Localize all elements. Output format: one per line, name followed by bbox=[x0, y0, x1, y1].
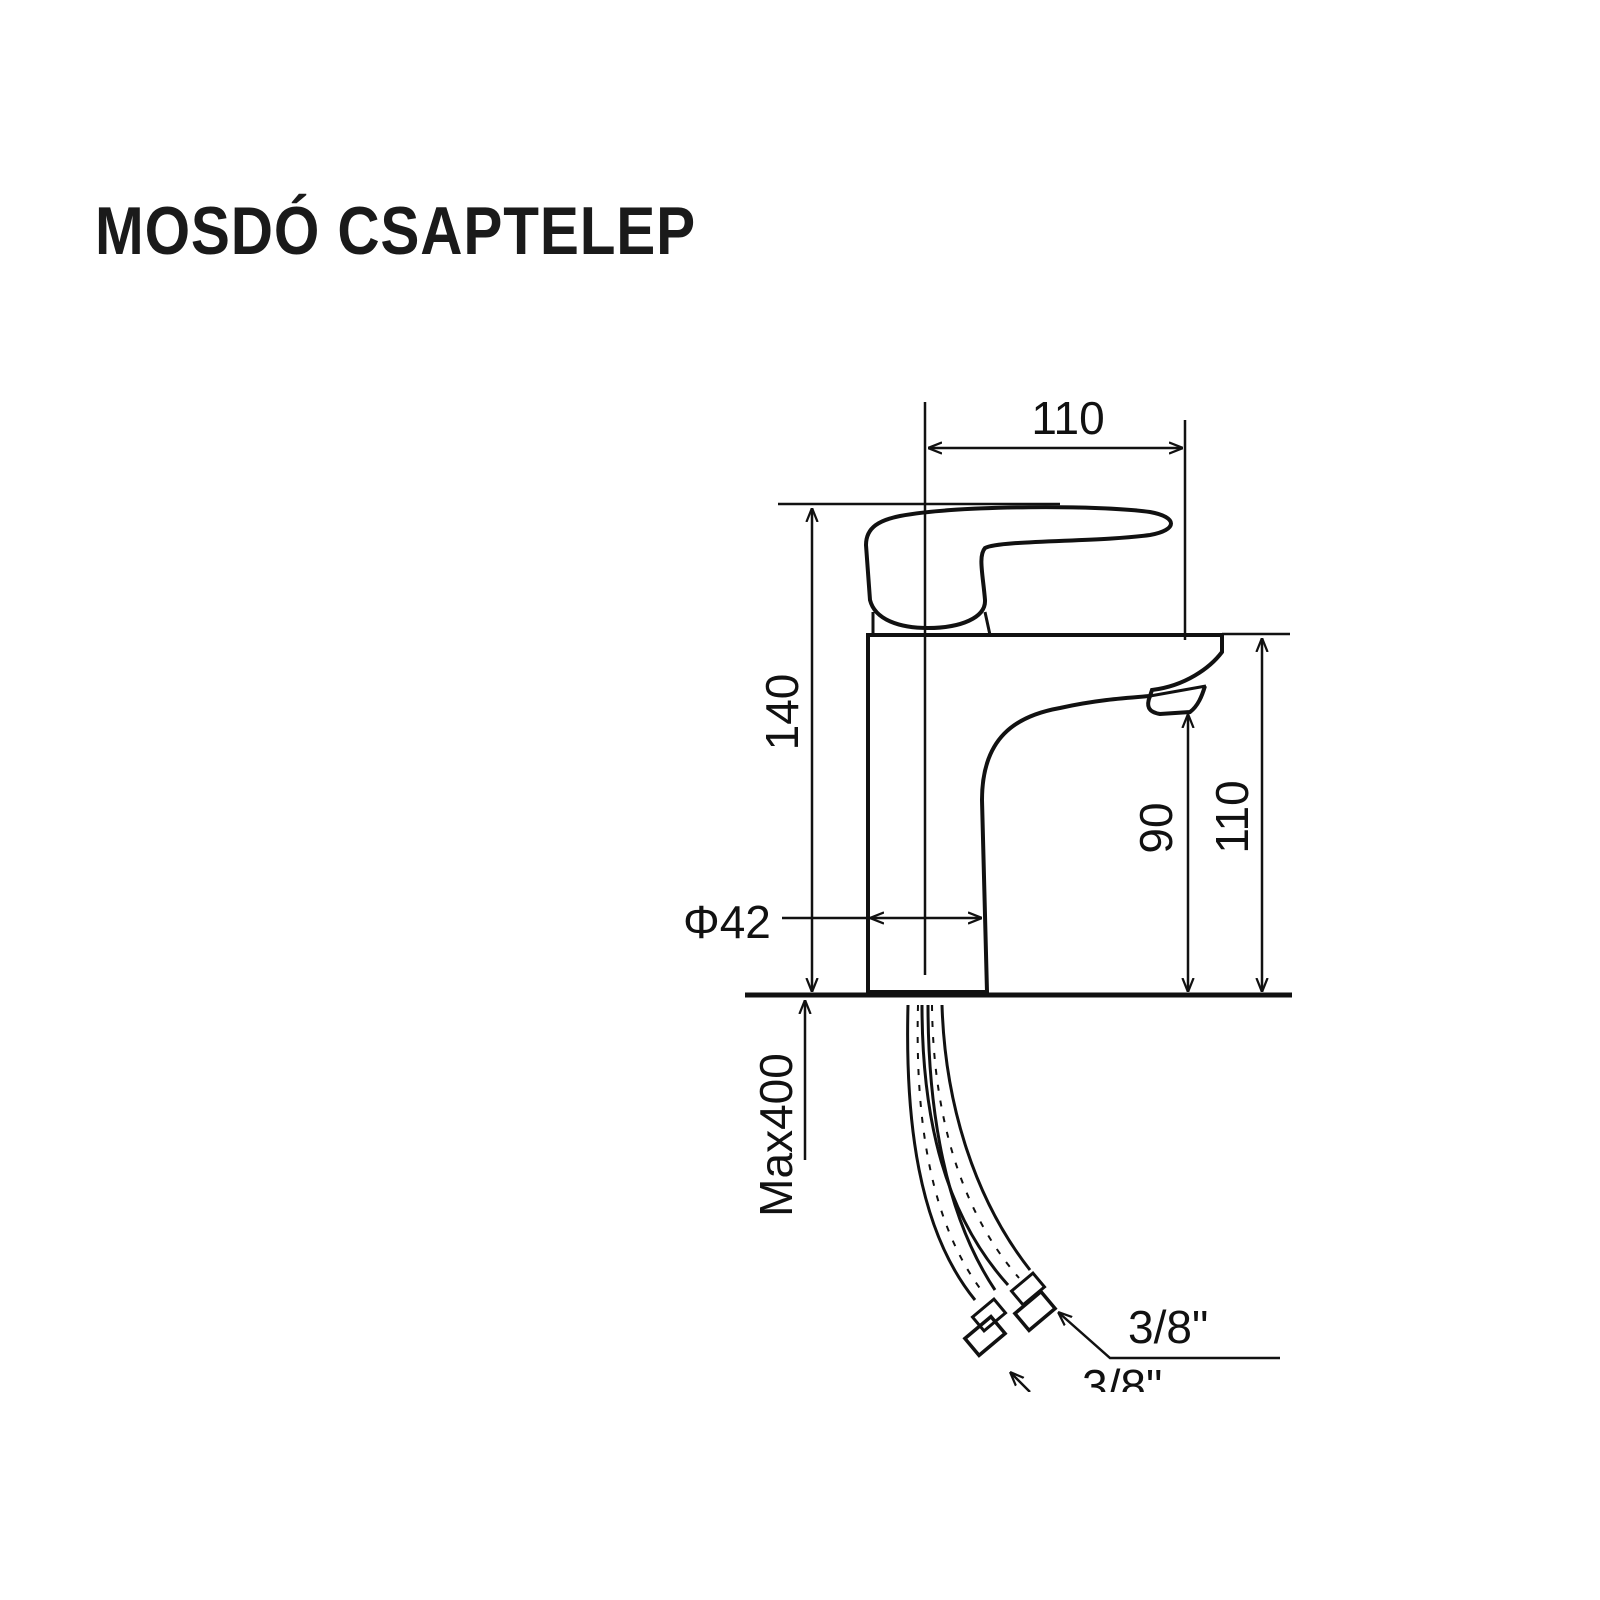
base-diameter-label: Φ42 bbox=[683, 896, 771, 948]
body-height-label: 110 bbox=[1206, 780, 1258, 853]
page-title: MOSDÓ CSAPTELEP bbox=[95, 193, 697, 269]
flexible-hoses bbox=[906, 1004, 1032, 1301]
hose-connection-2-leader bbox=[1010, 1372, 1031, 1393]
hose-connection-1-leader bbox=[1058, 1312, 1280, 1360]
hose-length-label: Max400 bbox=[750, 1053, 802, 1217]
hose-nut-1 bbox=[962, 1296, 1008, 1358]
hose-nut-2 bbox=[1009, 1270, 1058, 1333]
hose-connection-1-label: 3/8" bbox=[1128, 1301, 1208, 1353]
lever-handle bbox=[863, 505, 1173, 636]
total-height-label: 140 bbox=[756, 674, 808, 751]
spout-reach-label: 110 bbox=[1031, 392, 1104, 444]
spout-height-label: 90 bbox=[1130, 802, 1182, 853]
crop-mask bbox=[600, 1392, 1400, 1600]
faucet-body bbox=[866, 633, 1224, 994]
